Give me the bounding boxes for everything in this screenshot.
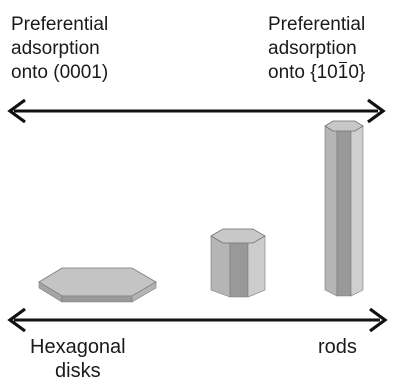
label-right-line2: adsorption	[268, 38, 357, 59]
label-right-line3: onto {1010}	[268, 61, 365, 85]
label-left-line2: adsorption	[11, 38, 100, 59]
label-left-line1: Preferential	[11, 14, 109, 35]
hexagonal-prism-short-shape	[210, 228, 266, 298]
label-hexagonal-disks-line2: disks	[55, 360, 101, 382]
label-hexagonal-disks: Hexagonal disks	[30, 335, 126, 383]
hexagonal-disk-shape	[38, 267, 157, 303]
label-left-line3: onto (0001)	[11, 62, 109, 83]
label-right-line3-overbar-digit: 1	[337, 62, 349, 83]
label-right-line1: Preferential	[268, 14, 366, 35]
label-preferential-adsorption-0001: Preferential adsorption onto (0001)	[11, 13, 108, 85]
label-preferential-adsorption-10-10: Preferential adsorption onto {1010}	[268, 13, 365, 85]
hexagonal-rod-tall-shape	[324, 120, 364, 297]
label-right-line3-suffix: 0}	[348, 62, 366, 83]
label-rods: rods	[318, 336, 357, 358]
label-hexagonal-disks-line1: Hexagonal	[30, 336, 126, 358]
label-right-line3-prefix: onto {10	[268, 62, 338, 83]
